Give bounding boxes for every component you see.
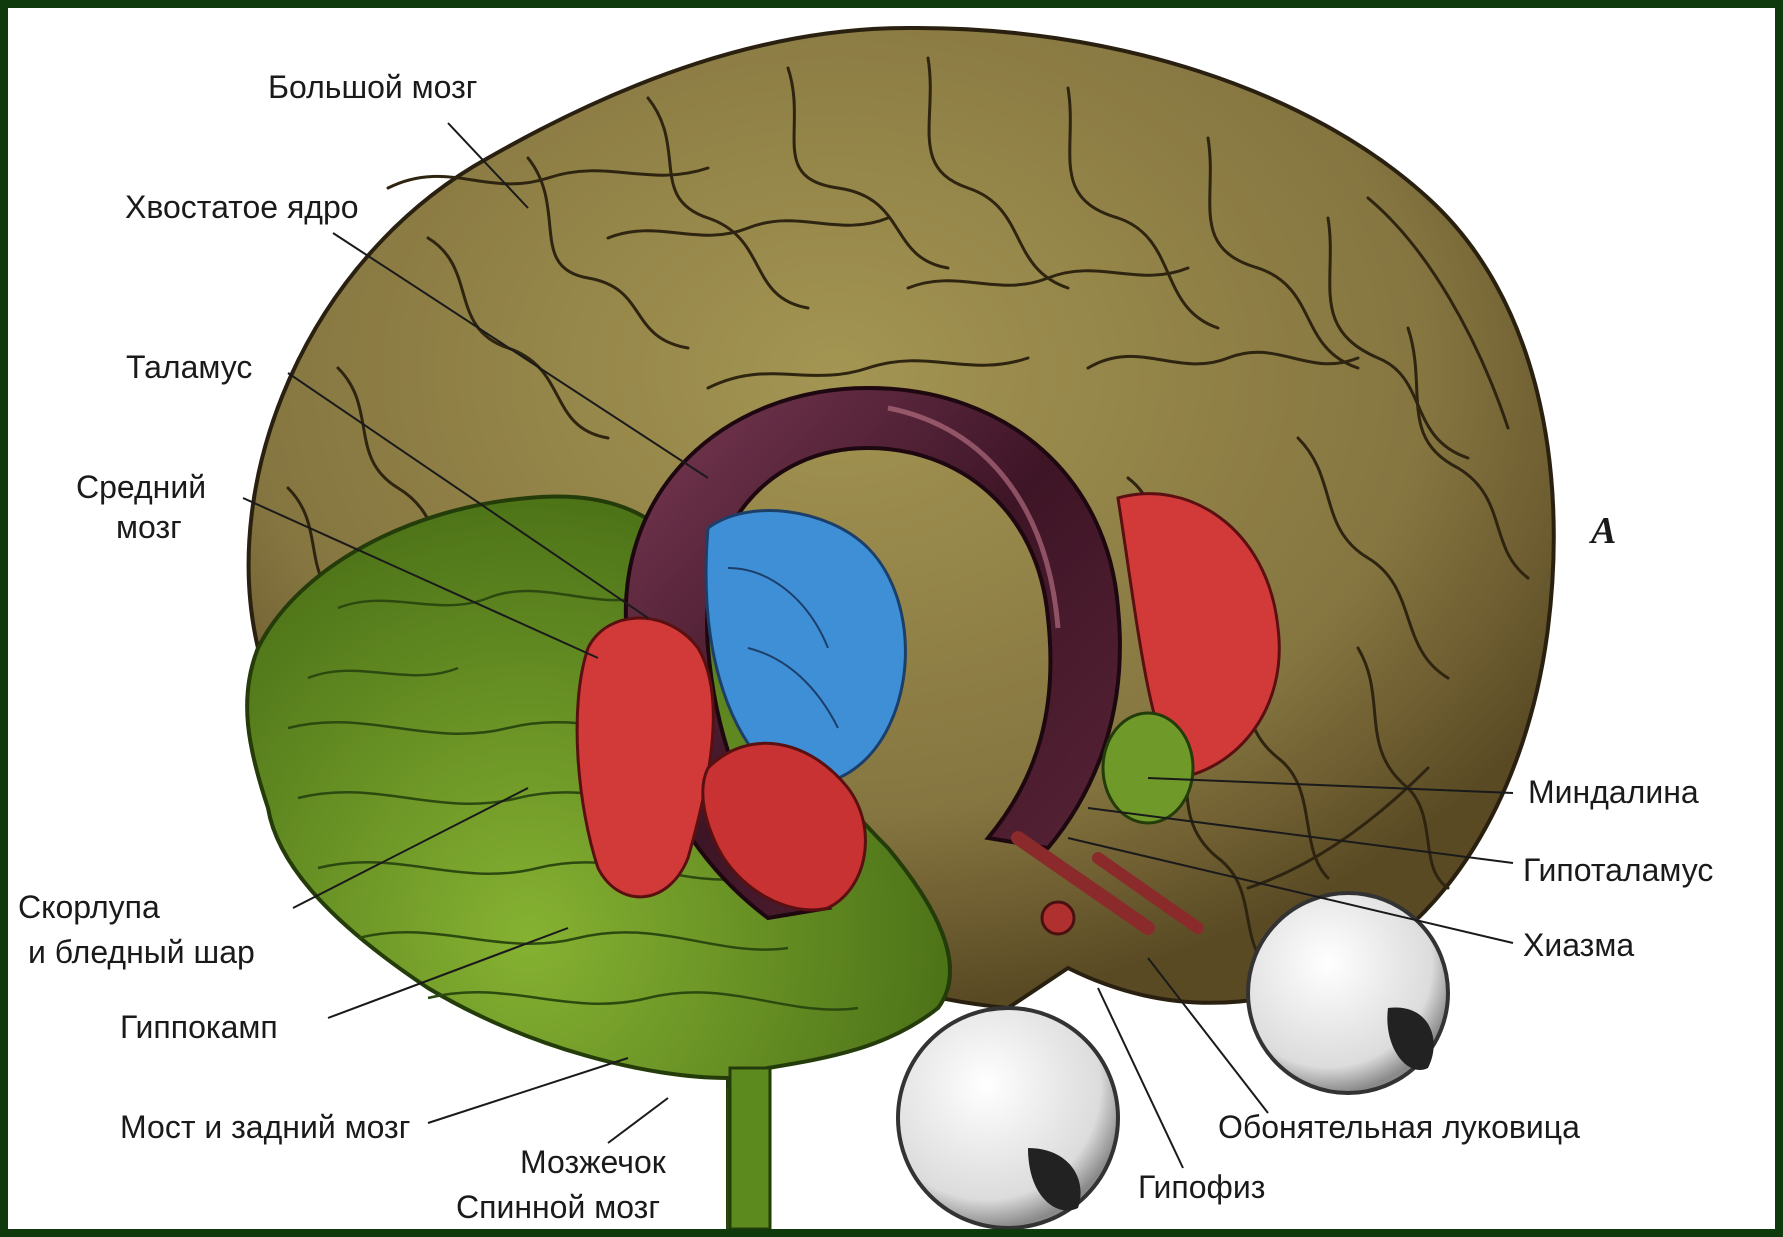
label-olfactory-bulb: Обонятельная луковица <box>1218 1109 1580 1145</box>
eyeball-left <box>898 1008 1118 1228</box>
label-pituitary: Гипофиз <box>1138 1169 1265 1205</box>
brain-illustration: Большой мозг Хвостатое ядро Таламус Сред… <box>8 8 1775 1229</box>
label-chiasm: Хиазма <box>1523 927 1634 963</box>
label-hypothalamus: Гипоталамус <box>1523 852 1713 888</box>
label-spinal-cord: Спинной мозг <box>456 1189 660 1225</box>
figure-marker: A <box>1589 510 1616 552</box>
label-putamen-line1: Скорлупа <box>18 889 160 925</box>
label-putamen-line2: и бледный шар <box>28 934 255 970</box>
label-pons: Мост и задний мозг <box>120 1109 410 1145</box>
diagram-canvas: Большой мозг Хвостатое ядро Таламус Сред… <box>8 8 1775 1229</box>
label-cerebrum: Большой мозг <box>268 69 477 105</box>
label-thalamus: Таламус <box>126 349 252 385</box>
label-amygdala: Миндалина <box>1528 774 1699 810</box>
label-hippocampus: Гиппокамп <box>120 1009 278 1045</box>
label-caudate: Хвостатое ядро <box>125 189 359 225</box>
spinal-cord-shape <box>730 1068 770 1229</box>
label-cerebellum: Мозжечок <box>520 1144 667 1180</box>
eyeball-right <box>1248 893 1448 1093</box>
label-midbrain-line1: Средний <box>76 469 206 505</box>
label-midbrain-line2: мозг <box>116 509 182 545</box>
